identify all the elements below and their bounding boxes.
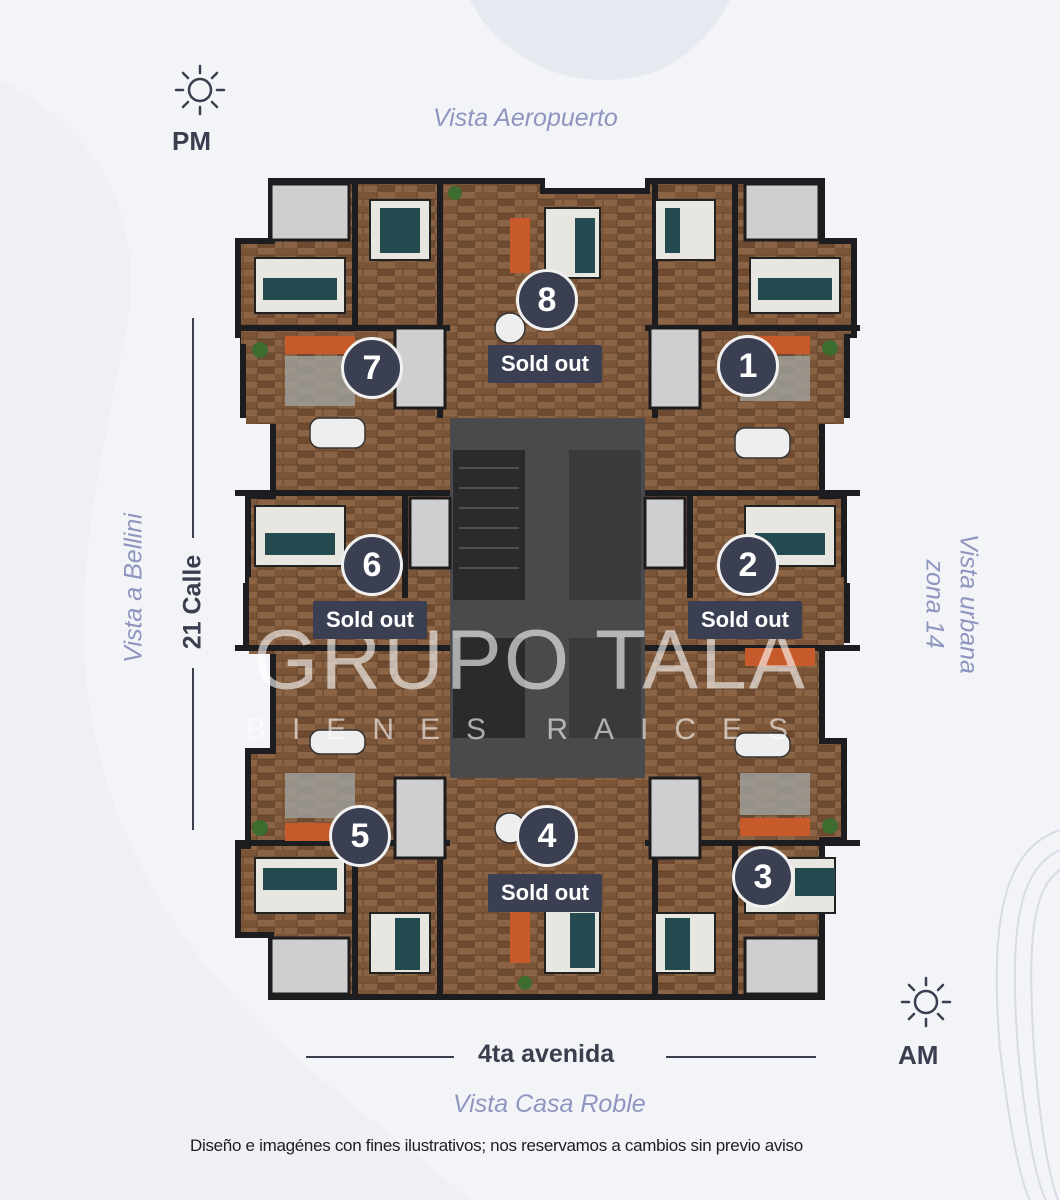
- unit-badge-4[interactable]: 4: [516, 805, 578, 867]
- street-line-left-bottom: [192, 668, 194, 830]
- unit-badge-2[interactable]: 2: [717, 534, 779, 596]
- unit-badge-7[interactable]: 7: [341, 337, 403, 399]
- sun-icon: [174, 64, 226, 116]
- sun-bottom-label: AM: [898, 1040, 939, 1070]
- unit-badge-5[interactable]: 5: [329, 805, 391, 867]
- view-top-label: Vista Aeropuerto: [433, 104, 618, 132]
- street-bottom-label: 4ta avenida: [478, 1040, 615, 1068]
- disclaimer-text: Diseño e imagénes con fines ilustrativos…: [190, 1136, 803, 1155]
- sold-out-badge-8: Sold out: [488, 345, 602, 383]
- street-line-left-top: [192, 318, 194, 538]
- street-left-label: 21 Calle: [178, 554, 207, 650]
- view-left-label: Vista a Bellini: [119, 513, 148, 663]
- view-right-label-line2: zona 14: [920, 559, 949, 649]
- unit-badge-6[interactable]: 6: [341, 534, 403, 596]
- watermark-subtitle: BIENES RAICES: [245, 713, 815, 746]
- sold-out-badge-2: Sold out: [688, 601, 802, 639]
- street-line-bottom-left: [306, 1056, 454, 1058]
- sun-icon: [900, 976, 952, 1028]
- view-right-label-line1: Vista urbana: [954, 534, 983, 674]
- unit-badge-8[interactable]: 8: [516, 269, 578, 331]
- sun-top-label: PM: [172, 126, 211, 156]
- street-line-bottom-right: [666, 1056, 816, 1058]
- unit-badge-3[interactable]: 3: [732, 846, 794, 908]
- view-bottom-label: Vista Casa Roble: [453, 1090, 646, 1118]
- sold-out-badge-4: Sold out: [488, 874, 602, 912]
- sold-out-badge-6: Sold out: [313, 601, 427, 639]
- unit-badge-1[interactable]: 1: [717, 335, 779, 397]
